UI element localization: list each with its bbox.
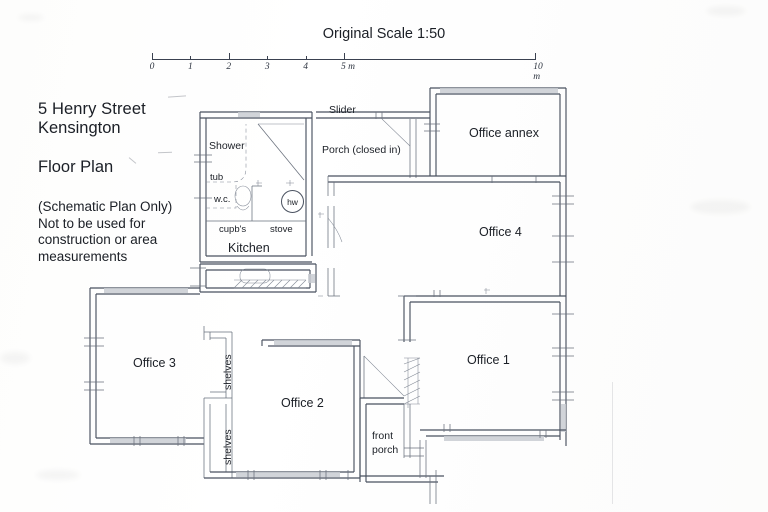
scale-tick-0: 0	[149, 62, 155, 72]
label-front-porch-line-2: porch	[372, 444, 399, 456]
room-label-office-4: Office 4	[479, 225, 522, 239]
label-slider: Slider	[329, 104, 356, 116]
scale-tick-3: 3	[264, 62, 270, 72]
hot-water-cylinder-label: hw	[281, 190, 304, 213]
room-label-stove: stove	[270, 224, 293, 235]
label-shelves-lower: shelves	[222, 429, 234, 465]
label-porch-closed-in: Porch (closed in)	[322, 144, 401, 156]
room-label-office-annex: Office annex	[469, 126, 539, 140]
scale-tick-4: 4	[303, 62, 308, 72]
room-label-office-3: Office 3	[133, 356, 176, 370]
scan-artifact	[612, 382, 613, 504]
disclaimer-line-2: Not to be used for	[38, 215, 146, 231]
room-label-cupboards: cupb's	[219, 224, 247, 235]
label-front-porch-line-1: front	[372, 430, 394, 442]
disclaimer-line-1: (Schematic Plan Only)	[38, 199, 173, 214]
address-line-2: Kensington	[38, 119, 121, 137]
disclaimer-line-3: construction or area	[38, 232, 158, 247]
plan-walls	[84, 87, 574, 504]
label-shelves-upper: shelves	[222, 354, 234, 390]
room-label-kitchen: Kitchen	[228, 241, 270, 255]
room-label-tub: tub	[210, 172, 224, 183]
drawing-type: Floor Plan	[38, 158, 114, 176]
scale-title: Original Scale 1:50	[322, 26, 446, 42]
scale-tick-1: 1	[188, 62, 193, 72]
scale-bar: 0 1 2 3 4 5 m 10 m	[149, 50, 543, 82]
disclaimer-line-4: measurements	[38, 248, 128, 264]
title-block: 5 Henry Street Kensington Floor Plan (Sc…	[38, 100, 228, 265]
room-label-shower: Shower	[209, 140, 245, 152]
scale-tick-10: 10 m	[533, 62, 543, 82]
scale-tick-2: 2	[226, 62, 232, 72]
address-line-1: 5 Henry Street	[38, 100, 146, 118]
room-label-office-2: Office 2	[281, 396, 324, 410]
room-label-office-1: Office 1	[467, 353, 510, 367]
room-label-wc: w.c.	[214, 194, 231, 205]
scale-tick-5: 5 m	[341, 62, 355, 72]
